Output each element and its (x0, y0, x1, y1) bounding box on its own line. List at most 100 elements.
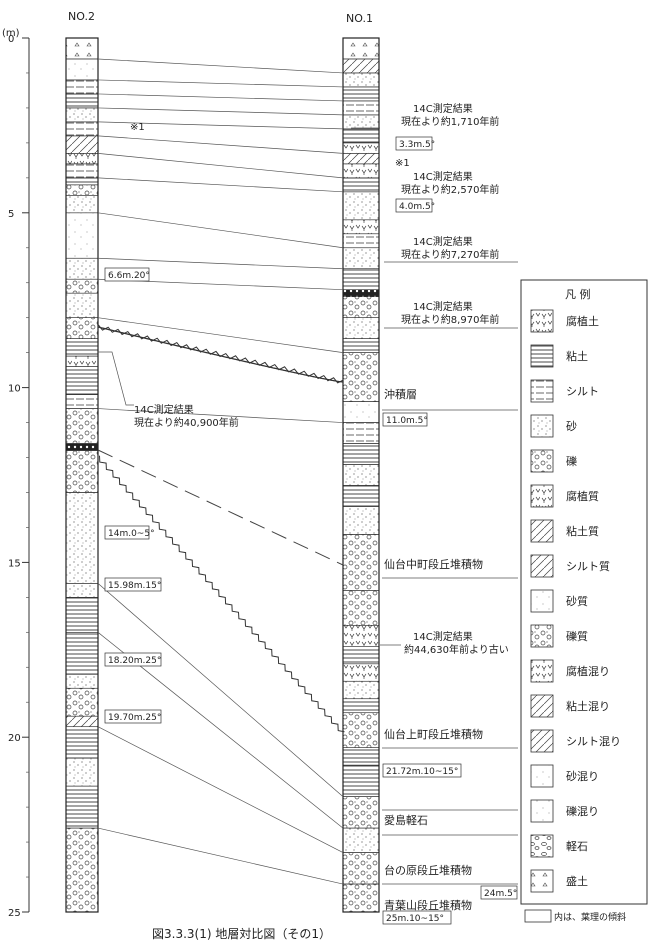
legend: 凡 例 腐植土粘土シルト砂礫腐植質粘土質シルト質砂質礫質腐植混り粘土混りシルト混… (520, 279, 648, 923)
note-mark-no1: ※1 (395, 158, 410, 169)
legend-swatch (530, 729, 554, 753)
stratum-layer (342, 128, 380, 144)
stratum-nakamachi: 仙台中町段丘堆積物 (384, 557, 483, 571)
stratum-layer (342, 233, 380, 249)
stratum-layer (65, 121, 99, 137)
stratum-layer (65, 785, 99, 829)
stratum-layer (65, 597, 99, 633)
stratum-layer (65, 163, 99, 179)
correlation-line (97, 135, 344, 154)
stratum-layer (342, 485, 380, 507)
stratum-layer (342, 534, 380, 591)
stratum-layer (342, 352, 380, 402)
stratum-layer (65, 583, 99, 598)
svg-text:14C測定結果: 14C測定結果 (413, 102, 473, 115)
stratum-layer (342, 680, 380, 700)
stratum-layer (342, 191, 380, 221)
legend-swatch (530, 799, 554, 823)
depth-tick-label: 10 (8, 384, 21, 395)
svg-text:6.6m.20°: 6.6m.20° (108, 271, 150, 281)
stratum-layer (342, 86, 380, 102)
svg-text:14C測定結果: 14C測定結果 (413, 235, 473, 248)
correlation-line (97, 408, 344, 423)
legend-item-label: シルト混り (566, 735, 621, 748)
legend-swatch (530, 414, 554, 438)
stratum-layer (342, 72, 380, 88)
legend-swatch (530, 624, 554, 648)
stratum-layer (65, 58, 99, 81)
svg-text:14m.0~5°: 14m.0~5° (108, 529, 155, 539)
legend-swatch (530, 869, 554, 893)
legend-item-label: 粘土 (566, 349, 588, 363)
stratum-layer (65, 37, 99, 60)
legend-item-label: 腐植土 (566, 314, 599, 328)
stratum-kamimachi: 仙台上町段丘堆積物 (384, 727, 483, 741)
stratum-layer (65, 257, 99, 280)
svg-text:現在より約7,270年前: 現在より約7,270年前 (401, 248, 499, 261)
stratum-layer (65, 195, 99, 214)
c14-label-5: 14C測定結果 現在より約40,900年前 (98, 351, 239, 429)
stratum-layer (65, 632, 99, 675)
stratum-layer (342, 827, 380, 853)
legend-item-label: シルト (566, 385, 599, 398)
svg-text:21.72m.10~15°: 21.72m.10~15° (386, 767, 458, 777)
stratum-layer (342, 37, 380, 60)
stratum-layer (342, 883, 380, 913)
stratum-layer (342, 401, 380, 423)
svg-text:11.0m.5°: 11.0m.5° (386, 416, 428, 426)
legend-item-label: 礫質 (566, 629, 588, 643)
stratum-layer (342, 247, 380, 270)
stratum-layer (342, 338, 380, 353)
stratum-layer (65, 338, 99, 357)
svg-text:3.3m.5°: 3.3m.5° (399, 140, 435, 150)
correlation-line (97, 153, 344, 179)
correlation-line (97, 121, 344, 130)
legend-item-label: 腐植質 (566, 489, 599, 503)
depth-tick-label: 15 (8, 558, 21, 569)
stratum-layer (342, 747, 380, 766)
stratum-dainohara: 台の原段丘堆積物 (384, 863, 472, 877)
svg-text:現在より約8,970年前: 現在より約8,970年前 (401, 313, 499, 326)
stratum-layer (65, 177, 99, 186)
legend-item-label: 砂 (566, 420, 577, 433)
legend-swatch (530, 484, 554, 508)
stratum-layer (342, 852, 380, 885)
unconformity-wavy-upper (98, 324, 344, 384)
legend-item-label: 盛土 (566, 874, 588, 888)
stratum-layer (65, 184, 99, 196)
legend-item-label: シルト質 (566, 559, 610, 573)
c14-label-2: 14C測定結果 現在より約2,570年前 (401, 170, 499, 196)
correlation-line (97, 726, 344, 853)
stratum-layer (342, 663, 380, 682)
stratum-layer (65, 366, 99, 395)
stratum-layer (342, 114, 380, 130)
dashed-correlation (97, 449, 344, 566)
legend-swatch (530, 554, 554, 578)
svg-text:14C測定結果: 14C測定結果 (413, 170, 473, 183)
stratum-layer (65, 450, 99, 493)
legend-swatch (530, 764, 554, 788)
stratum-layer (342, 422, 380, 444)
depth-tick-label: 0 (8, 34, 14, 45)
correlation-line (97, 317, 344, 353)
svg-text:現在より約40,900年前: 現在より約40,900年前 (134, 416, 239, 429)
stratum-layer (342, 464, 380, 486)
legend-item-label: 粘土質 (566, 524, 599, 538)
depth-tick-label: 25 (8, 908, 21, 919)
stratum-layer (65, 107, 99, 123)
correlation-lines (97, 58, 344, 885)
stratum-layer (342, 764, 380, 797)
svg-text:19.70m.25°: 19.70m.25° (108, 713, 161, 723)
legend-swatch (530, 589, 554, 613)
stratum-layer (342, 506, 380, 535)
legend-item-label: 礫 (566, 454, 577, 468)
dip-boxes-no2: 6.6m.20° 14m.0~5° 15.98m.15° 18.20m.25° … (104, 267, 161, 724)
borehole-no2-header: NO.2 (68, 10, 95, 23)
c14-label-1: 14C測定結果 現在より約1,710年前 (351, 102, 499, 129)
stratum-layer (342, 625, 380, 647)
stratum-layer (342, 153, 380, 165)
legend-swatch (530, 834, 554, 858)
stratum-layer (65, 687, 99, 717)
correlation-line (97, 177, 344, 193)
